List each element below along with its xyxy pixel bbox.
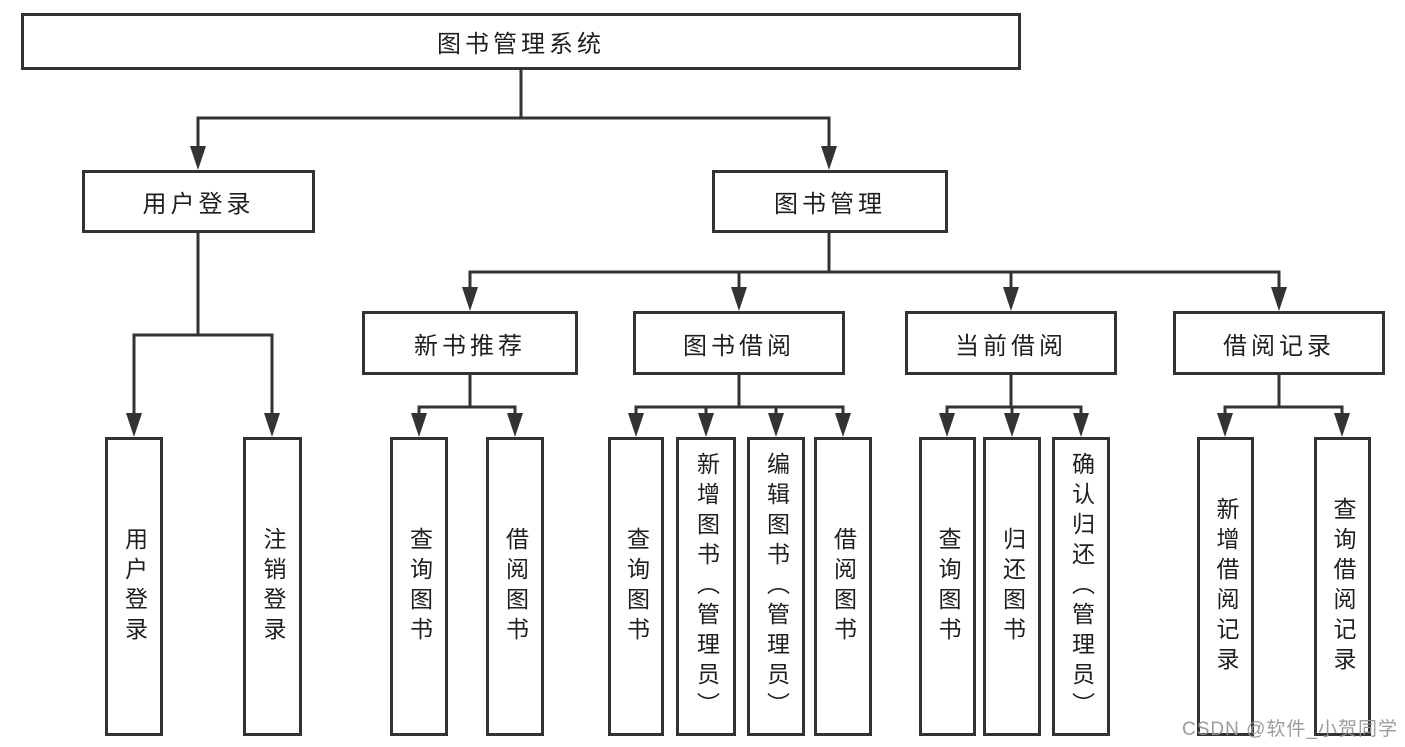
node-user-login-group-label: 用户登录 <box>142 191 255 218</box>
node-new-book-recommend-label: 新书推荐 <box>414 332 526 360</box>
leaf-newbook-borrow-books-label: 借阅图书 <box>502 526 529 647</box>
leaf-logout-label: 注销登录 <box>260 526 286 647</box>
leaf-current-confirm-return-admin: 确认归还（管理员） <box>1052 437 1110 736</box>
leaf-newbook-query-books: 查询图书 <box>390 437 448 736</box>
connector-book-management-children <box>462 233 1287 311</box>
node-book-management-label: 图书管理 <box>774 191 886 218</box>
leaf-user-login-label: 用户登录 <box>121 526 148 647</box>
connector-root-to-level2 <box>190 70 837 170</box>
leaf-newbook-query-books-label: 查询图书 <box>406 526 433 647</box>
leaf-borrow-add-books-admin: 新增图书（管理员） <box>676 437 736 736</box>
node-book-borrow-label: 图书借阅 <box>683 332 795 360</box>
leaf-borrow-borrow-books: 借阅图书 <box>814 437 872 736</box>
csdn-watermark: CSDN @软件_小贺同学 <box>1182 719 1398 740</box>
node-current-borrow-label: 当前借阅 <box>955 332 1067 360</box>
leaf-borrow-query-books-label: 查询图书 <box>623 526 650 647</box>
leaf-logout: 注销登录 <box>243 437 302 736</box>
node-user-login-group: 用户登录 <box>82 170 315 233</box>
node-book-borrow: 图书借阅 <box>633 311 845 375</box>
leaf-current-query-books-label: 查询图书 <box>935 526 961 647</box>
leaf-current-return-books: 归还图书 <box>983 437 1041 736</box>
connector-current-borrow-children <box>939 375 1089 437</box>
leaf-borrow-edit-books-admin: 编辑图书（管理员） <box>747 437 805 736</box>
leaf-borrow-edit-books-admin-label: 编辑图书（管理员） <box>763 451 790 722</box>
leaf-records-add-record-label: 新增借阅记录 <box>1213 496 1239 677</box>
connector-book-borrow-children <box>628 375 851 437</box>
leaf-records-query-record-label: 查询借阅记录 <box>1330 496 1356 677</box>
node-library-system: 图书管理系统 <box>21 13 1021 70</box>
connector-user-login-children <box>126 233 280 437</box>
leaf-current-confirm-return-admin-label: 确认归还（管理员） <box>1068 451 1095 722</box>
leaf-current-return-books-label: 归还图书 <box>999 526 1026 647</box>
leaf-borrow-borrow-books-label: 借阅图书 <box>830 526 857 647</box>
leaf-newbook-borrow-books: 借阅图书 <box>486 437 544 736</box>
leaf-records-query-record: 查询借阅记录 <box>1314 437 1371 736</box>
leaf-records-add-record: 新增借阅记录 <box>1197 437 1254 736</box>
node-borrow-records-label: 借阅记录 <box>1223 332 1335 360</box>
leaf-user-login: 用户登录 <box>105 437 163 736</box>
node-book-management: 图书管理 <box>712 170 948 233</box>
connector-new-book-children <box>411 375 523 437</box>
node-borrow-records: 借阅记录 <box>1173 311 1385 375</box>
node-library-system-label: 图书管理系统 <box>437 31 605 58</box>
connector-borrow-record-children <box>1217 375 1350 437</box>
node-new-book-recommend: 新书推荐 <box>362 311 578 375</box>
leaf-current-query-books: 查询图书 <box>919 437 976 736</box>
leaf-borrow-query-books: 查询图书 <box>608 437 664 736</box>
leaf-borrow-add-books-admin-label: 新增图书（管理员） <box>693 451 720 722</box>
node-current-borrow: 当前借阅 <box>905 311 1117 375</box>
